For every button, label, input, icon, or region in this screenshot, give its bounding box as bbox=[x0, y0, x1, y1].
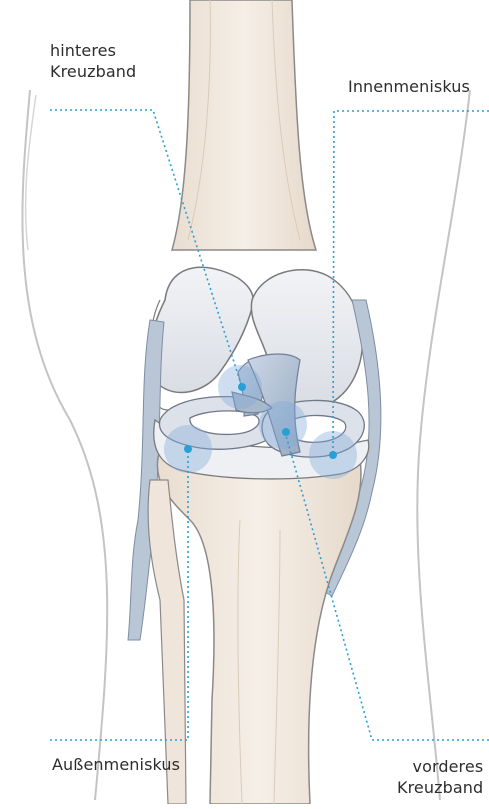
leader-innenmeniskus bbox=[333, 111, 489, 455]
highlight-anterior-cruciate bbox=[259, 401, 307, 449]
femur bbox=[172, 0, 316, 250]
label-innenmeniskus: Innenmeniskus bbox=[348, 76, 470, 97]
marker-innenmeniskus bbox=[329, 451, 337, 459]
label-hinteres-kreuzband-line1: hinteres bbox=[50, 40, 136, 61]
label-aussenmeniskus: Außenmeniskus bbox=[52, 754, 180, 775]
tibia bbox=[148, 450, 361, 804]
marker-hinteres-kreuzband bbox=[238, 383, 246, 391]
label-vorderes-kreuzband-line2: Kreuzband bbox=[397, 777, 483, 798]
marker-vorderes-kreuzband bbox=[282, 428, 290, 436]
label-hinteres-kreuzband: hinteres Kreuzband bbox=[50, 40, 136, 82]
label-vorderes-kreuzband: vorderes Kreuzband bbox=[397, 756, 483, 798]
marker-aussenmeniskus bbox=[184, 445, 192, 453]
label-hinteres-kreuzband-line2: Kreuzband bbox=[50, 61, 136, 82]
label-vorderes-kreuzband-line1: vorderes bbox=[397, 756, 483, 777]
